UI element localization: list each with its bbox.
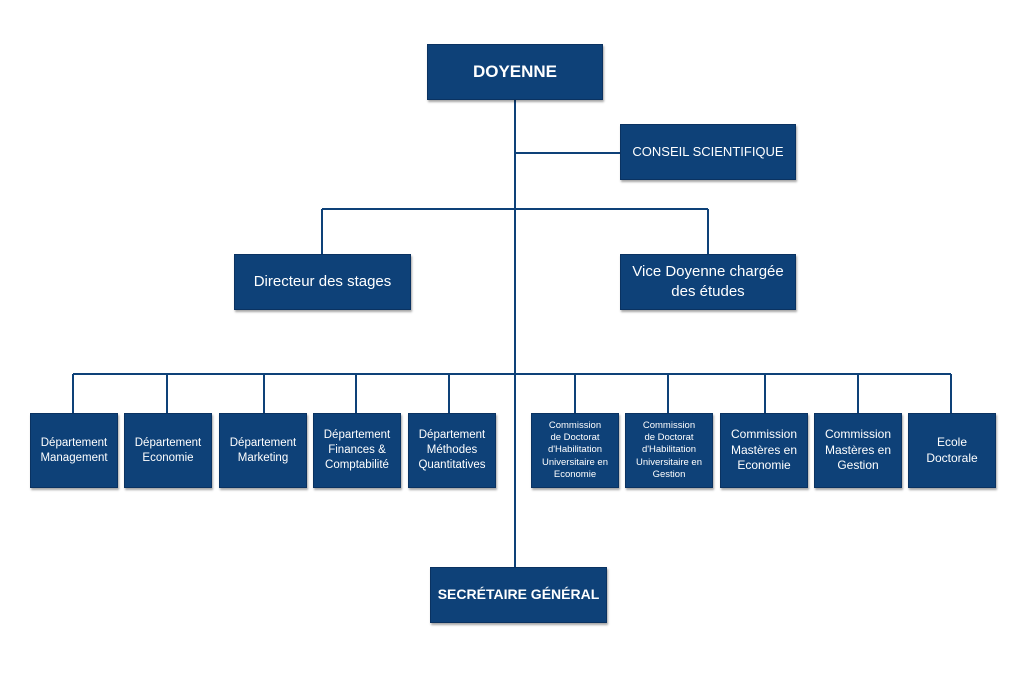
node-dept-label: Département Management [40, 436, 108, 464]
node-departement-economie[interactable]: Département Economie [124, 413, 212, 488]
node-ecole-doctorale[interactable]: Ecole Doctorale [908, 413, 996, 488]
node-doyenne[interactable]: DOYENNE [427, 44, 603, 100]
node-dept-label: Département Economie [134, 436, 202, 464]
node-directeur-label: Directeur des stages [253, 272, 392, 290]
node-commission-doctorat-economie[interactable]: Commission de Doctorat d'Habilitation Un… [531, 413, 619, 488]
node-departement-marketing[interactable]: Département Marketing [219, 413, 307, 488]
node-departement-methodes[interactable]: Département Méthodes Quantitatives [408, 413, 496, 488]
node-commission-masteres-gestion[interactable]: Commission Mastères en Gestion [814, 413, 902, 488]
node-commission-label: Commission de Doctorat d'Habilitation Un… [636, 419, 702, 481]
node-departement-finances[interactable]: Département Finances & Comptabilité [313, 413, 401, 488]
node-commission-doctorat-gestion[interactable]: Commission de Doctorat d'Habilitation Un… [625, 413, 713, 488]
node-commission-label: Commission de Doctorat d'Habilitation Un… [542, 419, 608, 481]
node-commission-label: Commission Mastères en Economie [730, 427, 798, 473]
node-commission-label: Ecole Doctorale [926, 434, 978, 465]
node-secretaire-general[interactable]: SECRÉTAIRE GÉNÉRAL [430, 567, 607, 623]
node-commission-masteres-economie[interactable]: Commission Mastères en Economie [720, 413, 808, 488]
node-doyenne-label: DOYENNE [472, 62, 558, 82]
node-commission-label: Commission Mastères en Gestion [824, 427, 892, 473]
node-dept-label: Département Marketing [229, 436, 297, 464]
node-conseil-label: CONSEIL SCIENTIFIQUE [632, 143, 784, 159]
node-secretaire-label: SECRÉTAIRE GÉNÉRAL [437, 586, 600, 603]
node-dept-label: Département Méthodes Quantitatives [418, 429, 486, 471]
node-vice-doyenne[interactable]: Vice Doyenne chargée des études [620, 254, 796, 310]
node-conseil-scientifique[interactable]: CONSEIL SCIENTIFIQUE [620, 124, 796, 180]
node-departement-management[interactable]: Département Management [30, 413, 118, 488]
node-directeur-stages[interactable]: Directeur des stages [234, 254, 411, 310]
node-vice-doyenne-label: Vice Doyenne chargée des études [632, 262, 784, 300]
node-dept-label: Département Finances & Comptabilité [323, 429, 391, 471]
